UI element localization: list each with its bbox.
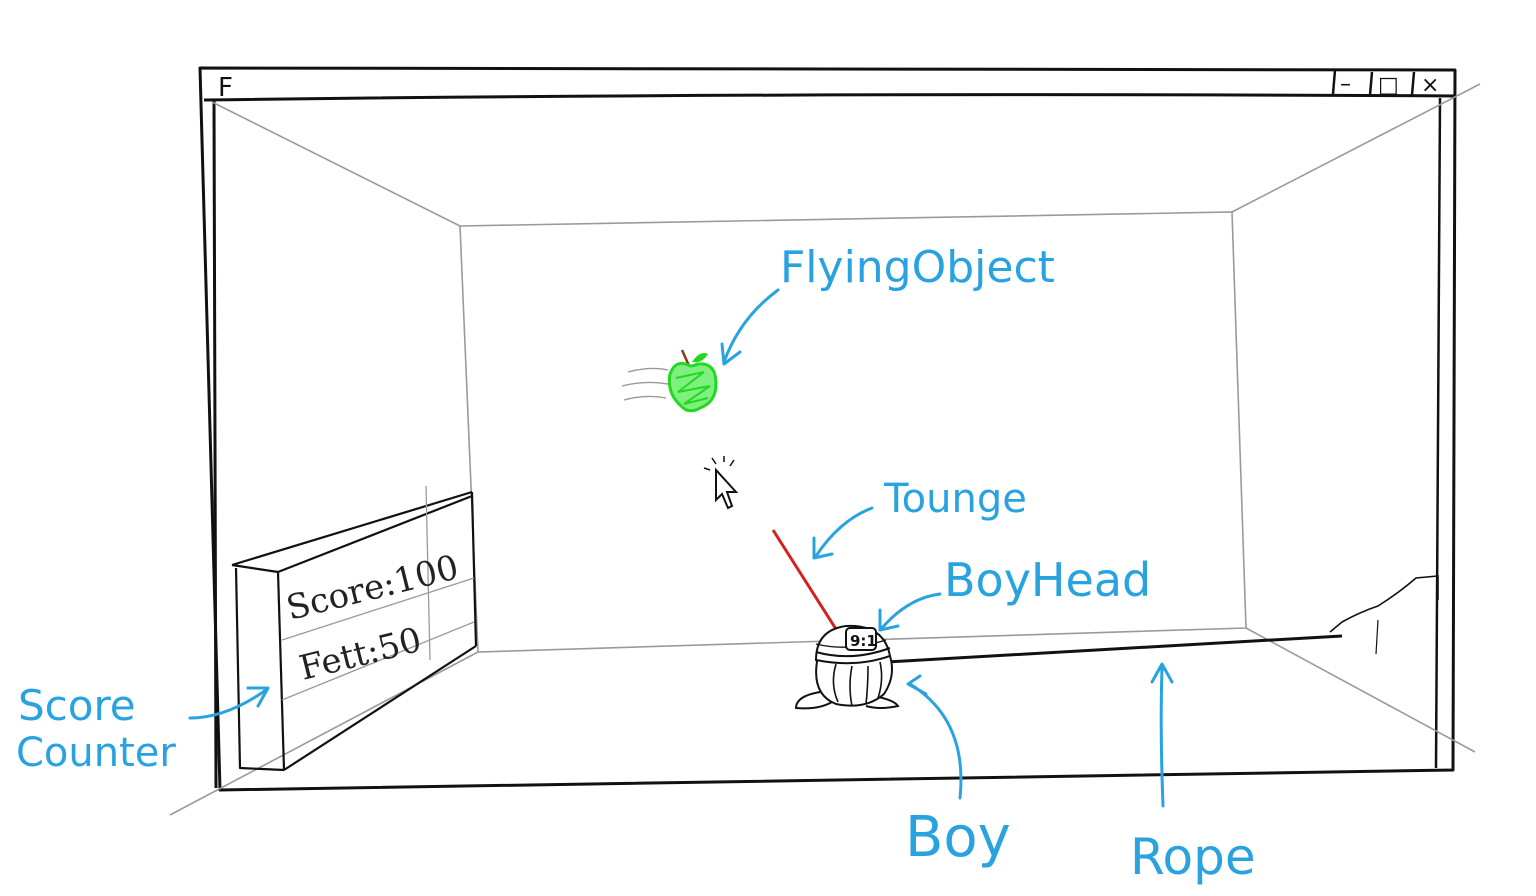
maximize-button[interactable]: □ xyxy=(1378,73,1399,98)
label-rope: Rope xyxy=(1130,828,1256,886)
label-boy: Boy xyxy=(905,805,1011,870)
boy: 9:1 xyxy=(794,624,900,710)
window-border xyxy=(198,66,1457,792)
label-tounge: Tounge xyxy=(883,476,1027,522)
score-counter-box: Score:100 Fett:50 xyxy=(231,485,478,772)
app-icon: F xyxy=(218,73,233,103)
mouse-cursor-icon xyxy=(703,456,739,510)
annotations xyxy=(188,288,1174,808)
window-controls: – □ × xyxy=(1331,69,1439,98)
apple-leaf xyxy=(692,353,708,363)
label-boy-head: BoyHead xyxy=(944,553,1151,607)
flying-object xyxy=(621,349,718,413)
fett-value: Fett:50 xyxy=(296,620,426,689)
app-window: F – □ × xyxy=(198,66,1457,792)
label-flying-object: FlyingObject xyxy=(780,242,1055,293)
close-button[interactable]: × xyxy=(1421,73,1439,98)
rope xyxy=(885,575,1439,664)
title-bar xyxy=(203,93,1456,102)
label-score-counter-line1: Score xyxy=(18,681,136,730)
label-score-counter-line2: Counter xyxy=(16,730,176,776)
boy-face: 9:1 xyxy=(850,632,877,650)
annotation-labels: FlyingObject Tounge BoyHead Boy Rope Sco… xyxy=(16,242,1256,886)
minimize-button[interactable]: – xyxy=(1340,72,1351,97)
